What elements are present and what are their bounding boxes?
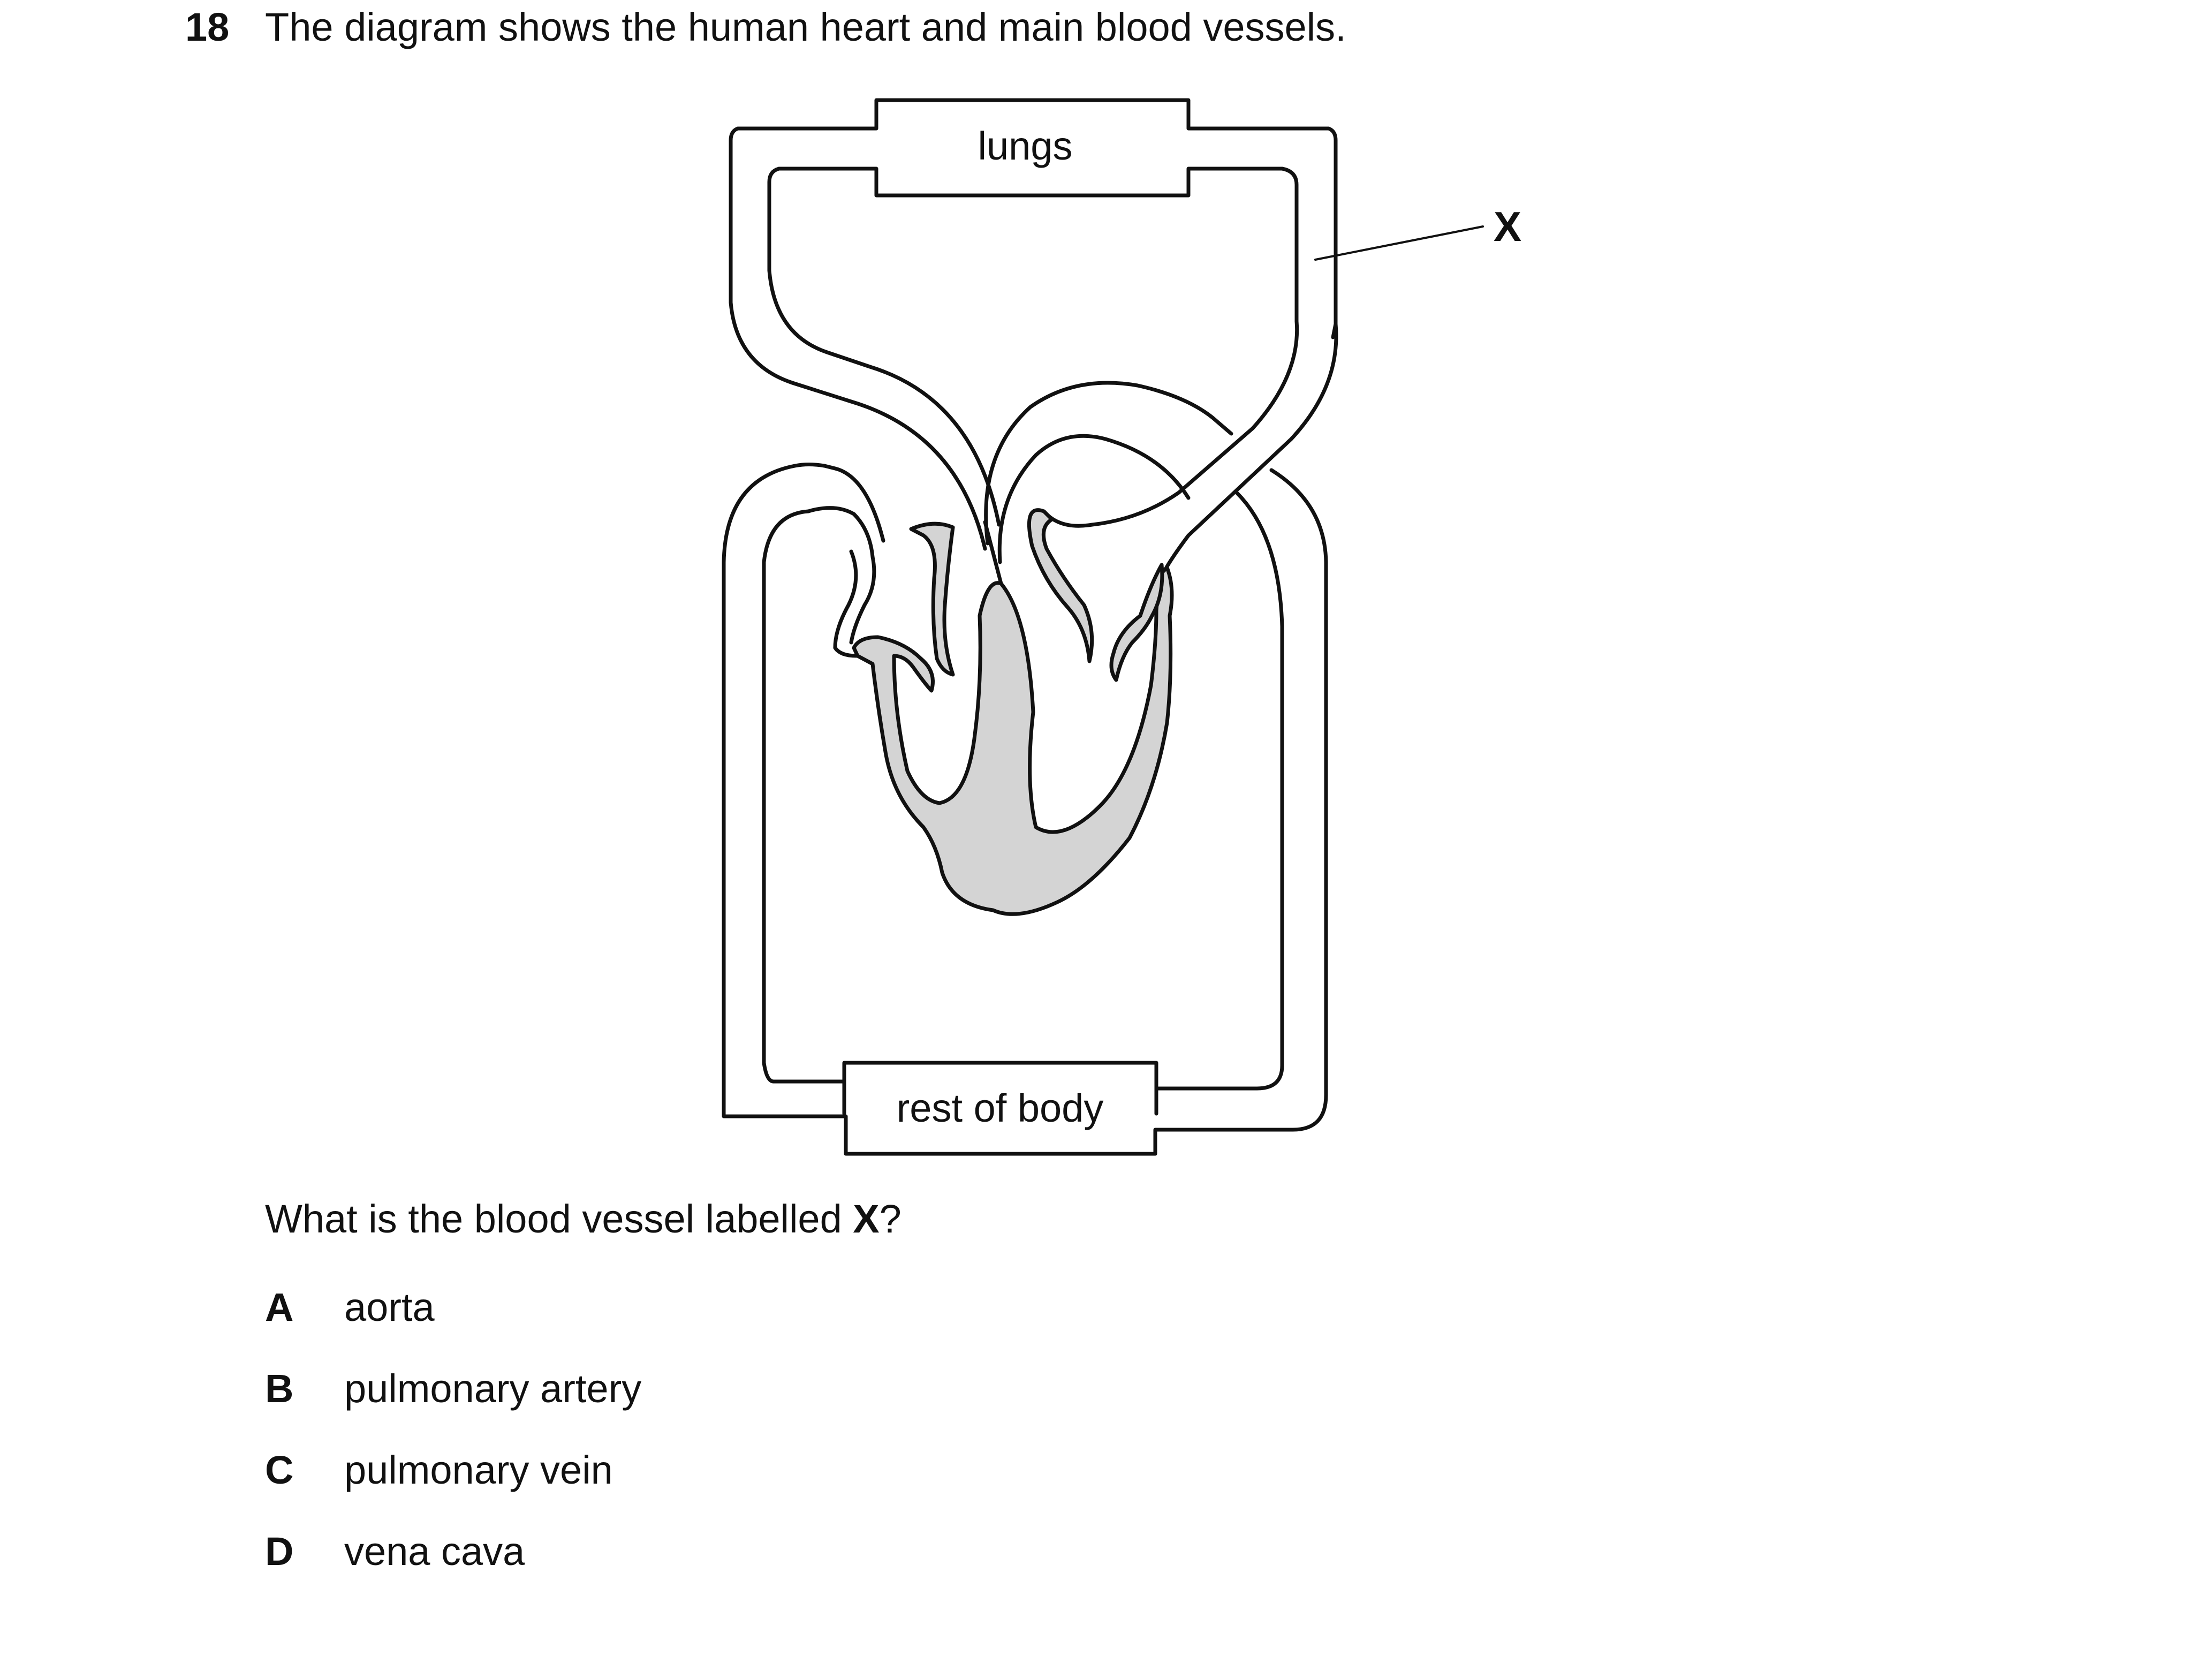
option-text: vena cava xyxy=(344,1529,525,1574)
option-letter: B xyxy=(265,1366,294,1411)
pulmonary-vein-left-outer xyxy=(729,300,987,551)
aorta-outer xyxy=(984,381,1233,546)
vessel-x-inner xyxy=(1042,319,1299,528)
left-atrium-wall xyxy=(806,506,875,559)
vessel-x-outer xyxy=(1163,322,1338,572)
question-number: 18 xyxy=(185,5,230,49)
rest-of-body-label: rest of body xyxy=(897,1086,1104,1130)
question-prompt: What is the blood vessel labelled X? xyxy=(265,1195,902,1243)
vessel-outer-left xyxy=(722,463,1328,1156)
x-pointer-line xyxy=(1314,225,1484,261)
option-letter: C xyxy=(265,1448,294,1492)
aorta-inner xyxy=(997,434,1191,564)
lungs-label: lungs xyxy=(978,124,1073,168)
heart-diagram: lungs rest of body X xyxy=(722,98,1521,1156)
option-text: pulmonary artery xyxy=(344,1366,642,1411)
prompt-end: ? xyxy=(879,1197,902,1241)
left-atrium-fold xyxy=(849,555,876,645)
septum xyxy=(983,520,1003,586)
right-cusp xyxy=(1109,563,1164,682)
option-letter: A xyxy=(265,1285,294,1329)
prompt-text: What is the blood vessel labelled xyxy=(265,1197,853,1241)
x-label: X xyxy=(1494,203,1521,250)
option-text: pulmonary vein xyxy=(344,1448,613,1492)
pulmonary-vein-left-inner xyxy=(767,268,1001,527)
vessel-inner-left xyxy=(762,490,1284,1091)
right-valve-flap xyxy=(1027,508,1094,663)
heart-muscle xyxy=(852,565,1174,916)
lungs-box xyxy=(729,98,1338,339)
option-text: aorta xyxy=(344,1285,435,1329)
lungs-box-bottom xyxy=(767,167,1299,323)
prompt-bold-x: X xyxy=(853,1197,880,1241)
left-atrium-outline xyxy=(833,549,859,658)
question-stem: The diagram shows the human heart and ma… xyxy=(265,5,1346,49)
left-valve-flap xyxy=(909,521,955,677)
option-letter: D xyxy=(265,1529,294,1574)
rest-of-body-box-inner xyxy=(842,1079,1158,1116)
